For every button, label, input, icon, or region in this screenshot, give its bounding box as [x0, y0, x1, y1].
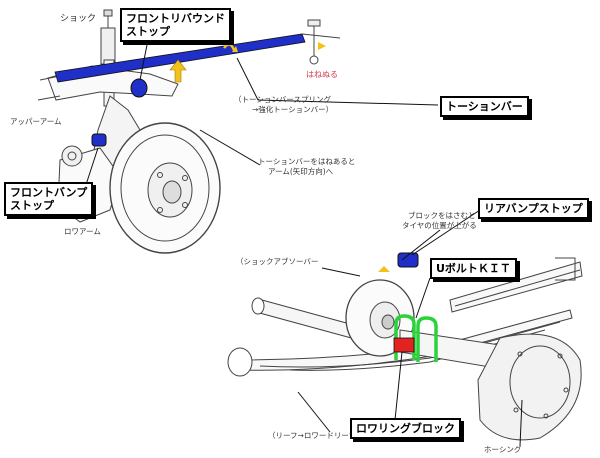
- leaf-spring: [235, 309, 573, 371]
- front-bump-stop-line2: ストップ: [10, 199, 54, 213]
- front-rebound-stop-callout: フロントリバウンド ストップ: [120, 8, 231, 43]
- front-rebound-stop-line1: フロントリバウンド: [126, 12, 225, 25]
- torsion-note-line2: アーム(矢印方向)へ: [268, 167, 334, 176]
- torsion-bar-upgrade-label: →強化トーションバー）: [252, 105, 334, 114]
- lower-arm-label: ロワアーム: [64, 227, 101, 236]
- lowering-block-callout: ロワリングブロック: [350, 418, 461, 440]
- shock-label: ショック: [60, 14, 97, 24]
- block-note-line1: ブロックをはさむと: [408, 211, 476, 220]
- upper-arm-label: アッパーアーム: [10, 117, 62, 126]
- front-bump-stop-callout: フロントバンプ ストップ: [4, 182, 94, 217]
- u-bolt-kit-text: UボルトＫＩＴ: [436, 262, 511, 275]
- lowering-block-part: [393, 337, 415, 353]
- leaf-spring-label: （リーフ→ロワードリーフ）: [268, 431, 364, 440]
- rear-bump-stop-text: リアバンプストップ: [484, 202, 583, 215]
- housing-label: ホーシング: [484, 445, 522, 454]
- u-bolt-right: [416, 316, 438, 362]
- front-bump-stop-part: [91, 133, 107, 147]
- torsion-note-line1: トーションバーをはねあると: [258, 157, 356, 166]
- rear-bump-stop-part: [397, 252, 419, 268]
- front-rebound-stop-part: [130, 78, 148, 98]
- front-rebound-stop-line2: ストップ: [126, 25, 170, 39]
- block-note-line2: タイヤの位置が上がる: [402, 221, 477, 230]
- u-bolt-kit-callout: UボルトＫＩＴ: [430, 258, 517, 280]
- rotate-arrow-icon: [223, 43, 236, 51]
- u-bolt-left: [394, 314, 416, 360]
- front-bump-stop-line1: フロントバンプ: [10, 186, 88, 199]
- torsion-bar-spring-label: （トーションバースプリング: [234, 95, 331, 104]
- shock-absorber-label: （ショックアブソーバー: [236, 257, 319, 266]
- rear-bump-stop-callout: リアバンプストップ: [478, 198, 589, 220]
- torsion-bar-callout: トーションバー: [440, 96, 529, 118]
- shock-absorber-upper: [100, 27, 116, 65]
- lowering-block-text: ロワリングブロック: [356, 422, 455, 435]
- lift-arrow-icon: [169, 59, 187, 83]
- torsion-bar-callout-text: トーションバー: [446, 100, 523, 113]
- adjuster-arrow-icon: [318, 42, 326, 50]
- front-suspension-drawing: [37, 9, 341, 254]
- torsion-bar: [54, 33, 306, 83]
- rear-suspension-drawing: [227, 257, 583, 441]
- rear-arrow-icon: [378, 266, 390, 272]
- hane-aeru-label: はねぬる: [306, 70, 338, 79]
